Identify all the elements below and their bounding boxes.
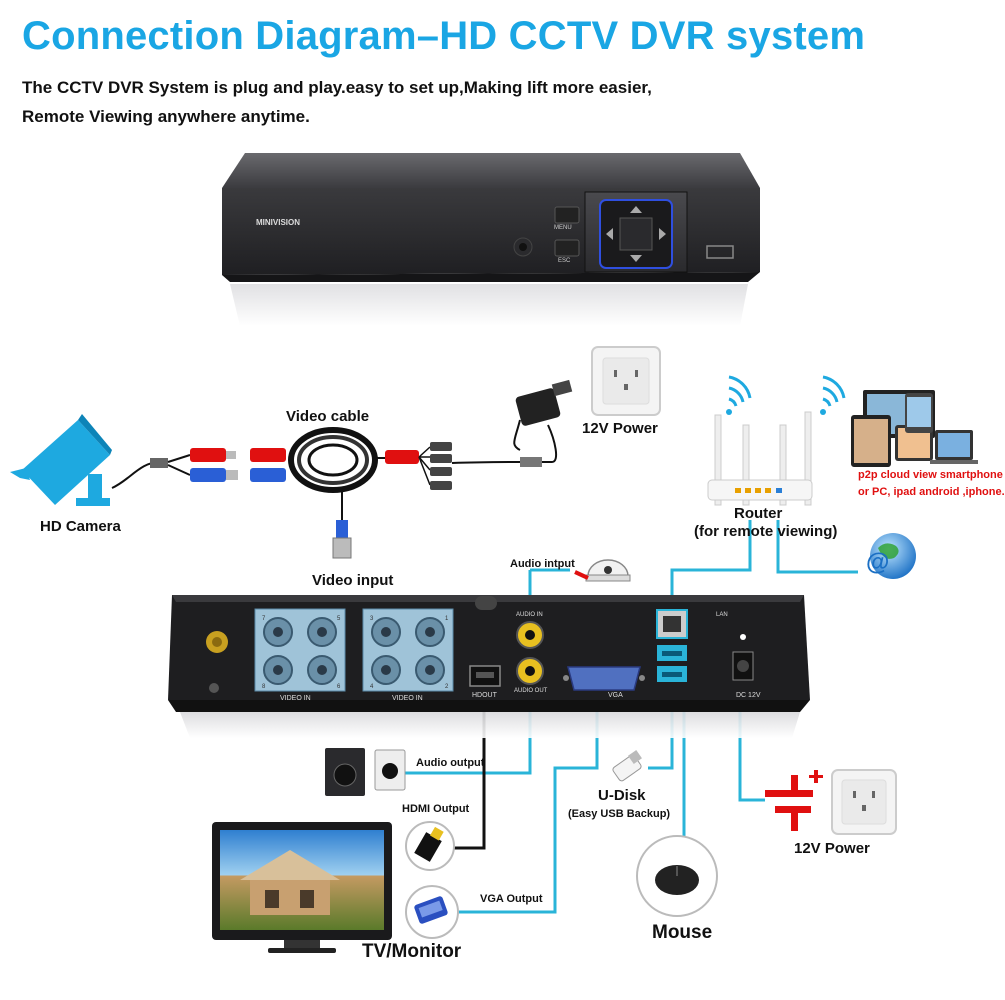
label-u-disk-sub: (Easy USB Backup) [568, 808, 671, 820]
dc-power-symbol [765, 770, 823, 831]
label-audio-input: Audio intput [510, 558, 575, 570]
channel-label: 3 [370, 616, 374, 622]
menu-label: MENU [554, 225, 572, 231]
rear-label-vga: VGA [608, 692, 623, 699]
label-u-disk: U-Disk [598, 787, 646, 804]
label-p2p-line1: p2p cloud view smartphone [858, 469, 1003, 481]
label-p2p-line2: or PC, ipad android ,iphone. [858, 486, 1005, 498]
globe-icon: @ [866, 533, 916, 579]
power-adapter-graphic [513, 379, 573, 451]
label-vga-output: VGA Output [480, 893, 543, 905]
label-hd-camera: HD Camera [40, 518, 121, 535]
rear-label-hdmi: HDOUT [472, 692, 497, 699]
label-hdmi-output: HDMI Output [402, 803, 470, 815]
subtitle-line-1: The CCTV DVR System is plug and play.eas… [22, 78, 652, 97]
dvr-rear-panel [168, 595, 810, 738]
u-disk-graphic [612, 750, 642, 782]
channel-label: 6 [337, 684, 341, 690]
esc-label: ESC [558, 258, 571, 264]
label-video-cable: Video cable [286, 408, 370, 425]
rear-label-audio-in: AUDIO IN [516, 612, 543, 618]
subtitle-line-2: Remote Viewing anywhere anytime. [22, 107, 310, 126]
channel-label: 5 [337, 616, 341, 622]
label-router-sub: (for remote viewing) [694, 523, 838, 540]
audio-dome-graphic [574, 559, 631, 582]
label-12v-power-top: 12V Power [582, 420, 658, 437]
rear-label-dc: DC 12V [736, 692, 761, 699]
vga-plug-graphic [405, 885, 459, 939]
label-12v-power-bottom: 12V Power [794, 840, 870, 857]
channel-label: 4 [370, 684, 374, 690]
devices-collage [851, 390, 978, 467]
wall-socket-bottom [831, 769, 897, 835]
mouse-graphic [636, 835, 718, 917]
label-mouse: Mouse [652, 922, 713, 943]
video-cable-graphic [111, 424, 558, 559]
page-title: Connection Diagram–HD CCTV DVR system [22, 14, 866, 58]
monitor-graphic [212, 822, 392, 953]
svg-text:@: @ [866, 549, 889, 576]
label-tv-monitor: TV/Monitor [362, 941, 462, 962]
rear-label-audio-out: AUDIO OUT [514, 688, 548, 694]
brand-logo-text: MINIVISION [256, 218, 301, 227]
label-video-input: Video input [312, 572, 394, 589]
speakers-graphic [325, 748, 406, 796]
rear-label-video-in-left: VIDEO IN [280, 695, 311, 702]
rear-label-lan: LAN [716, 612, 728, 618]
channel-label: 7 [262, 616, 266, 622]
label-audio-output: Audio output [416, 757, 485, 769]
channel-label: 8 [262, 684, 266, 690]
label-router: Router [734, 505, 783, 522]
rear-label-video-in-right: VIDEO IN [392, 695, 423, 702]
router-graphic [707, 375, 846, 506]
dvr-front-view [222, 153, 760, 326]
wall-socket-top [591, 346, 661, 416]
channel-label: 1 [445, 616, 449, 622]
camera-graphic [10, 414, 112, 506]
channel-label: 2 [445, 684, 449, 690]
hdmi-plug-graphic [405, 821, 455, 871]
